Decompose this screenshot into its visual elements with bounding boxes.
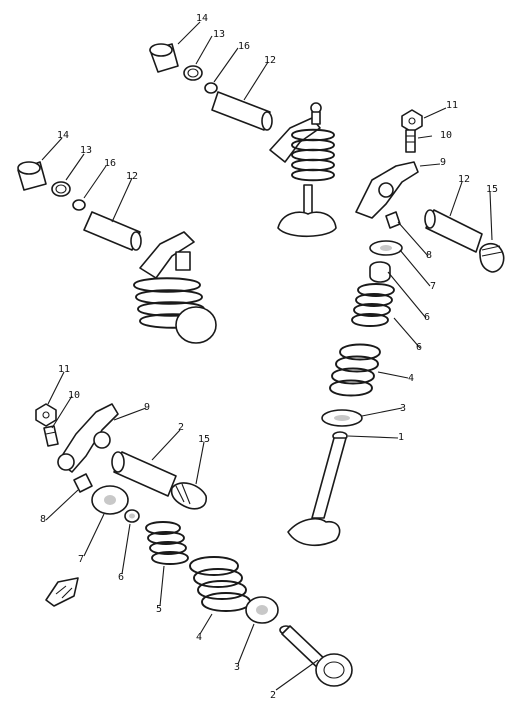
callout-10-right: 10 (440, 130, 452, 141)
part-valve-2-bottom (279, 625, 353, 687)
part-valve-1-right (287, 431, 348, 547)
lower-left-assembly (35, 403, 353, 687)
leader-lines (41, 21, 493, 691)
part-cap-15-left (170, 482, 207, 510)
part-oring-16-mid (72, 199, 86, 211)
part-nut-11-right (401, 109, 423, 133)
callout-8-right: 8 (426, 250, 432, 261)
part-spring-4-right (329, 343, 381, 397)
callout-7-left: 7 (78, 554, 84, 565)
part-washer-13-mid (51, 181, 71, 197)
part-washer-13-top (183, 65, 203, 81)
callout-9-left: 9 (144, 402, 150, 413)
part-spring-top (291, 128, 335, 182)
callout-12-mid: 12 (126, 171, 138, 182)
part-spring-6-right (351, 283, 395, 327)
part-seal-6-right (369, 261, 391, 283)
part-lock-8-right (385, 211, 401, 229)
callout-6-right-a: 6 (424, 312, 430, 323)
part-valve-head-mid (175, 306, 217, 344)
callout-7-right: 7 (430, 281, 436, 292)
callout-10-left: 10 (68, 390, 80, 401)
part-lock-8-left (73, 473, 93, 493)
callout-12-top: 12 (264, 55, 276, 66)
callout-11-right: 11 (446, 100, 458, 111)
part-shaft-12-mid (83, 211, 142, 251)
callout-5-left: 5 (156, 604, 162, 615)
callout-16-top: 16 (238, 41, 250, 52)
callout-2-bottom: 2 (270, 690, 276, 701)
callout-6-left: 6 (118, 572, 124, 583)
part-spring-5-left (145, 521, 189, 565)
mid-rocker-assembly (17, 161, 217, 344)
callout-6-right-b: 6 (416, 342, 422, 353)
callout-2-left: 2 (178, 422, 184, 433)
callout-16-mid: 16 (104, 158, 116, 169)
callout-14-top: 14 (196, 13, 208, 24)
part-seal-6-left (124, 509, 140, 523)
callout-15-right: 15 (486, 184, 498, 195)
callout-numbers: 14 13 16 12 14 13 16 12 11 10 9 12 15 8 … (40, 13, 498, 701)
part-cap-15-right (479, 242, 505, 273)
callout-3-right: 3 (400, 403, 406, 414)
part-screw-10-right (405, 129, 416, 153)
callout-9-right: 9 (440, 157, 446, 168)
part-nut-11-left (35, 403, 57, 427)
part-shaft-2-left (111, 451, 177, 497)
part-retainer-7-left (91, 485, 129, 515)
part-shaft-12-right (424, 209, 483, 253)
part-cap-mid (17, 161, 47, 191)
right-rocker-assembly (287, 109, 505, 547)
callout-8-left: 8 (40, 514, 46, 525)
part-seat-3-right (321, 409, 363, 427)
part-rocker-mid (139, 231, 195, 279)
top-rocker-assembly (149, 43, 337, 238)
direction-marker (45, 577, 79, 607)
callout-12-right: 12 (458, 174, 470, 185)
callout-11-left: 11 (58, 364, 70, 375)
part-oring-16-top (204, 82, 218, 94)
part-rocker-9-left (57, 403, 119, 473)
part-cap-top (149, 43, 179, 73)
part-retainer-7-right (369, 240, 403, 256)
callout-13-top: 13 (213, 29, 225, 40)
callout-1-right: 1 (398, 432, 404, 443)
callout-15-left: 15 (198, 434, 210, 445)
part-seat-3-left (245, 596, 279, 624)
callout-13-mid: 13 (80, 145, 92, 156)
part-valve-top (277, 184, 337, 238)
part-screw-10-left (43, 425, 59, 447)
callout-4-left: 4 (196, 632, 202, 643)
callout-4-right: 4 (408, 373, 414, 384)
part-shaft-12-top (211, 91, 273, 131)
callout-14-mid: 14 (57, 130, 69, 141)
part-spring-4-left (189, 556, 251, 612)
part-rocker-9-right (355, 161, 419, 219)
callout-3-left: 3 (234, 662, 240, 673)
